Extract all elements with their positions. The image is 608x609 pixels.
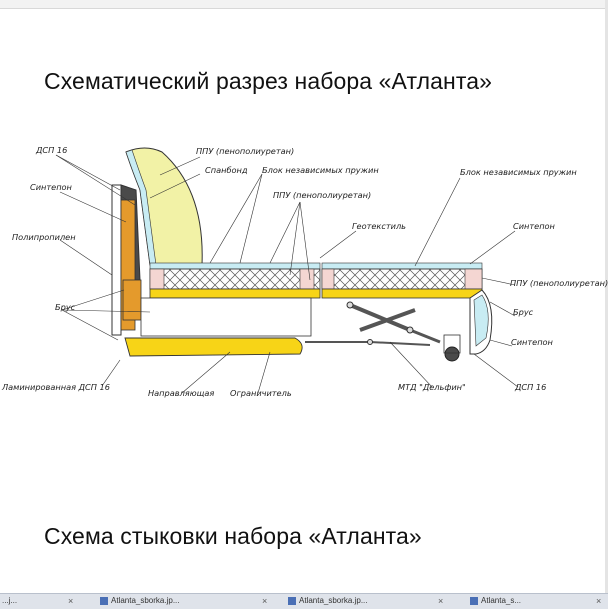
label-geotextile: Геотекстиль — [352, 221, 406, 231]
label-spandbond: Спанбонд — [205, 165, 248, 175]
label-sintepon-bottom-right: Синтепон — [511, 337, 554, 347]
label-mtd: МТД "Дельфин" — [398, 382, 466, 392]
seat-frame-left — [149, 288, 321, 299]
taskbar-item-label: Atlanta_sborka.jp... — [299, 596, 368, 605]
wheel-bracket — [443, 334, 461, 354]
image-file-icon — [288, 596, 296, 605]
label-lam-dsp: Ламинированная ДСП 16 — [1, 382, 110, 392]
mechanism-joint-1 — [346, 301, 354, 309]
brus-block-left — [122, 279, 142, 321]
label-guide: Направляющая — [148, 388, 214, 398]
seat-frame-right — [321, 288, 483, 299]
guide-rail — [124, 337, 303, 357]
side-panel-dsp — [111, 184, 122, 336]
ppu-pad-left-a — [149, 268, 165, 290]
label-brus-right: Брус — [513, 307, 534, 317]
window-top-bar — [0, 0, 608, 9]
joining-title: Схема стыковки набора «Атланта» — [44, 523, 422, 549]
sofa-cross-section-diagram: ДСП 16 Синтепон Полипропилен Брус Ламини… — [1, 145, 608, 398]
taskbar-item-label: Atlanta_s... — [481, 596, 522, 605]
mechanism-joint-3 — [367, 339, 373, 345]
window-right-edge — [605, 0, 608, 608]
front-end-dsp — [473, 294, 489, 347]
leader-lines — [55, 154, 519, 394]
label-dsp16-top: ДСП 16 — [35, 145, 67, 155]
lower-box — [140, 297, 312, 337]
spring-block-right — [321, 268, 483, 290]
mechanism-link-1 — [349, 303, 411, 332]
taskbar-close-icon[interactable]: × — [262, 596, 268, 606]
mechanism-link-2 — [359, 308, 416, 332]
image-file-icon — [470, 596, 478, 605]
label-block-springs-left: Блок независимых пружин — [262, 165, 379, 175]
seat-foam-right — [321, 262, 483, 270]
taskbar-item[interactable]: ...j... — [2, 596, 62, 607]
label-sintepon-right: Синтепон — [513, 221, 556, 231]
section-title: Схематический разрез набора «Атланта» — [44, 68, 492, 94]
seat-foam-left — [149, 262, 321, 270]
mechanism-joint-2 — [406, 326, 414, 334]
mechanism-link-3 — [409, 328, 441, 344]
taskbar-item-label: Atlanta_sborka.jp... — [111, 596, 180, 605]
taskbar-item[interactable]: Atlanta_s... — [470, 596, 550, 607]
label-limiter: Ограничитель — [230, 388, 292, 398]
taskbar-close-icon[interactable]: × — [438, 596, 444, 606]
label-polipropilen: Полипропилен — [12, 232, 76, 242]
label-brus-left: Брус — [55, 302, 76, 312]
image-file-icon — [100, 596, 108, 605]
label-ppu-top: ППУ (пенополиуретан) — [196, 146, 294, 156]
label-ppu-mid: ППУ (пенополиуретан) — [273, 190, 371, 200]
taskbar-item[interactable]: Atlanta_sborka.jp... — [288, 596, 393, 607]
label-sintepon-left: Синтепон — [30, 182, 73, 192]
taskbar-close-icon[interactable]: × — [68, 596, 74, 606]
ppu-pad-right-b — [464, 268, 483, 290]
taskbar-item-label: ...j... — [2, 596, 18, 605]
spring-block-left — [149, 268, 321, 290]
label-ppu-right: ППУ (пенополиуретан) — [510, 278, 608, 288]
taskbar-close-icon[interactable]: × — [596, 596, 602, 606]
taskbar-item[interactable]: Atlanta_sborka.jp... — [100, 596, 205, 607]
label-block-springs-right: Блок независимых пружин — [460, 167, 577, 177]
ppu-pad-right-a — [321, 268, 335, 290]
taskbar: ...j... × Atlanta_sborka.jp... × Atlanta… — [0, 593, 608, 609]
mechanism-wheel — [444, 346, 460, 362]
label-dsp16-bottom-right: ДСП 16 — [514, 382, 546, 392]
ppu-pad-left-b — [299, 268, 315, 290]
